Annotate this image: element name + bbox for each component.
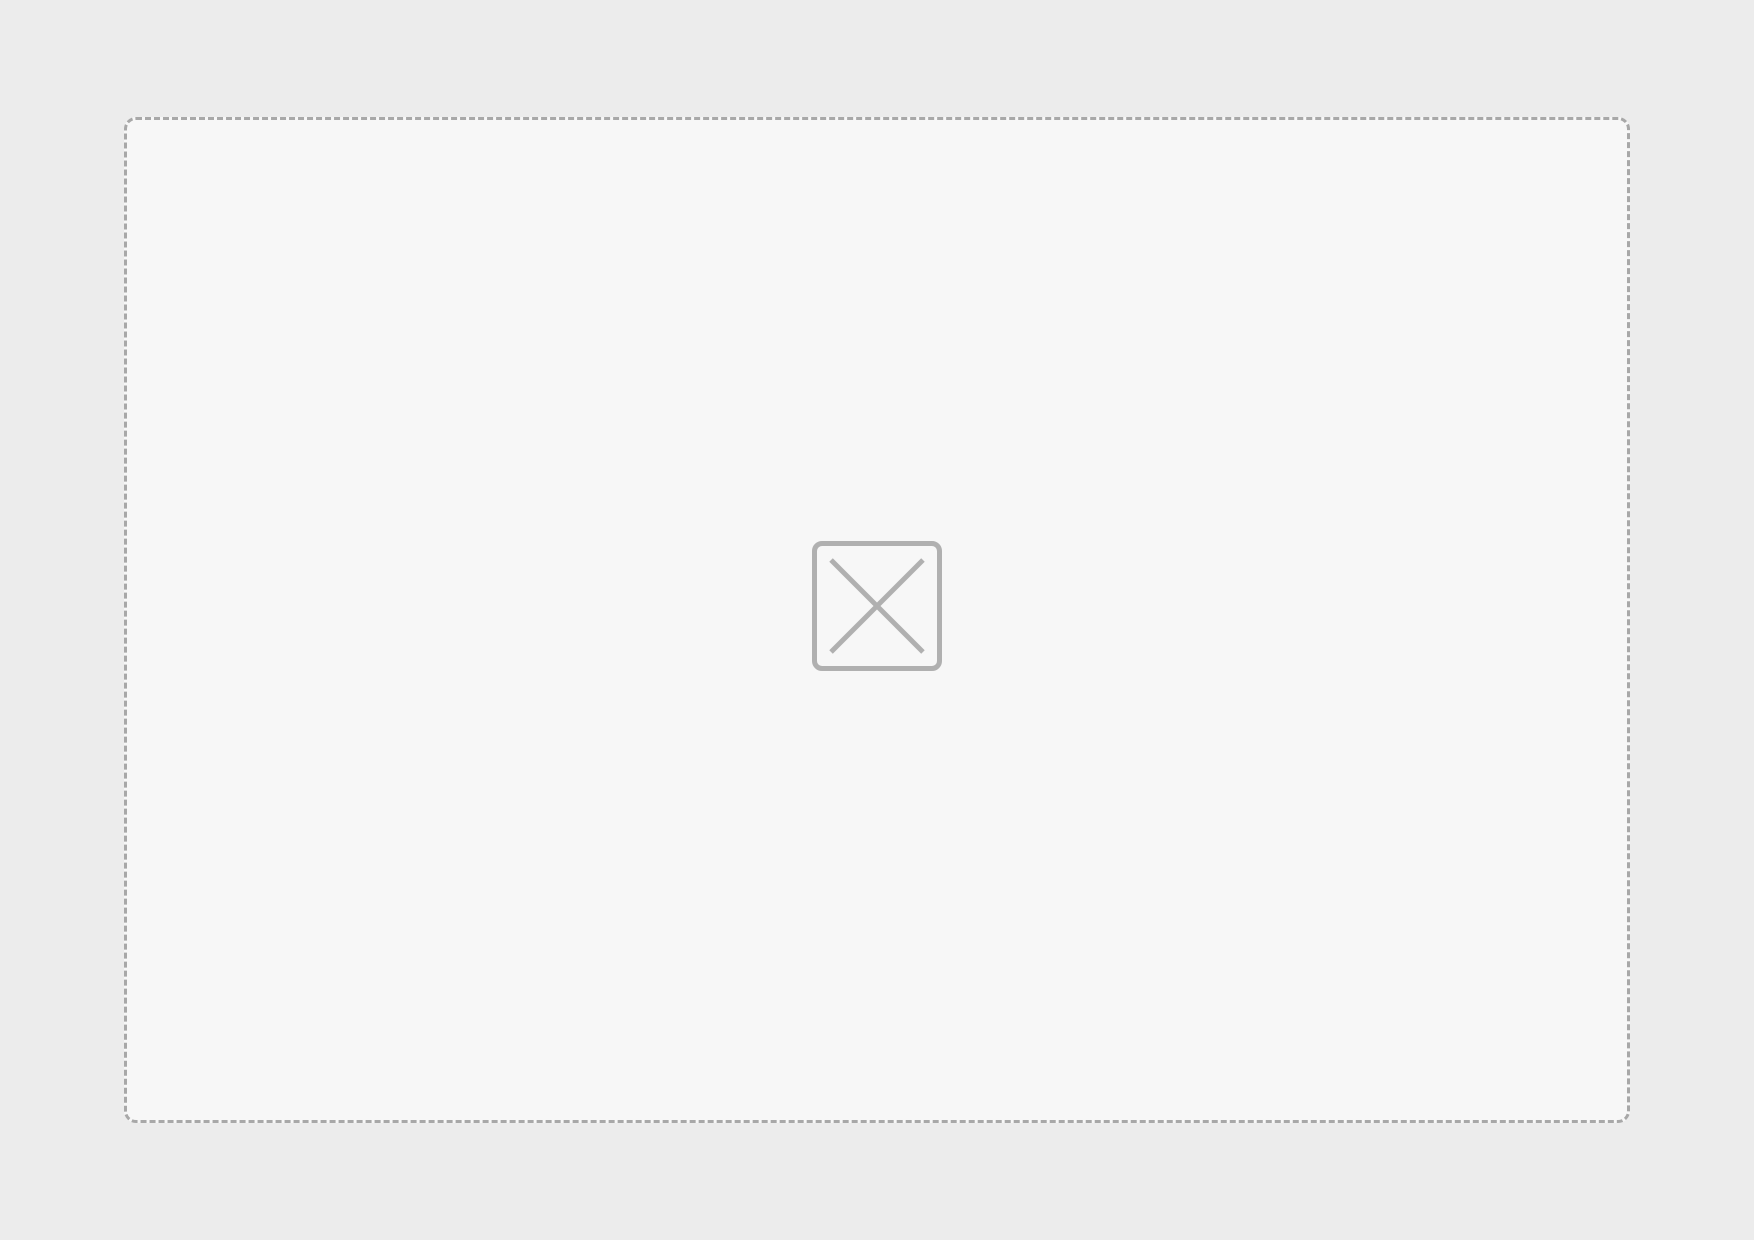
image-missing-icon [812,541,942,671]
missing-screenshot-placeholder [124,117,1630,1123]
